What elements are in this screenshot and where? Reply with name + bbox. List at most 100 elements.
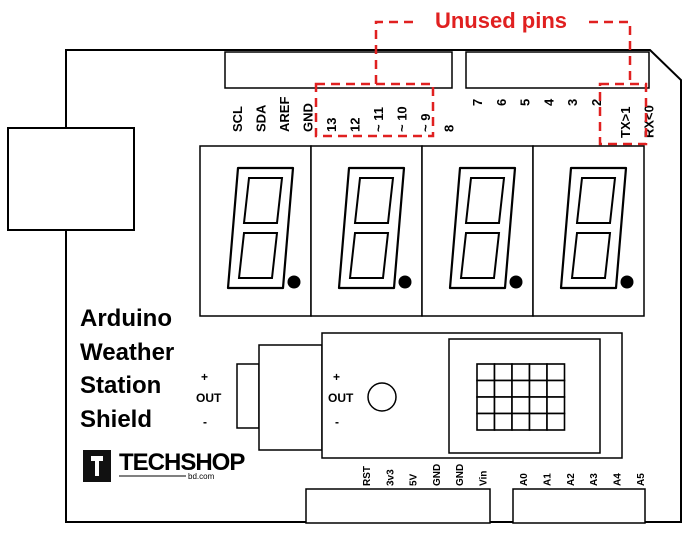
top-right-pin-0: 7 — [470, 99, 485, 106]
grid-cell — [546, 363, 566, 382]
digit-4 — [532, 145, 645, 317]
grid-cell — [511, 412, 531, 431]
sensor-left-plus: + — [201, 370, 208, 384]
top-left-pin-0: SCL — [230, 106, 245, 132]
grid-cell — [493, 363, 513, 382]
top-left-pin-2: AREF — [277, 97, 292, 132]
power-pin-4: GND — [455, 464, 466, 486]
digit-outline — [559, 166, 628, 290]
grid-cell — [511, 363, 531, 382]
digit-frame — [532, 145, 645, 317]
digit-outline — [448, 166, 517, 290]
digit-outline — [337, 166, 406, 290]
top-right-pin-3: 4 — [541, 98, 556, 106]
sensor-right-grid — [476, 363, 566, 431]
unused-pins-box-left — [314, 82, 435, 138]
logo-mark-glyph — [91, 456, 103, 476]
digit-lower-hole — [459, 232, 501, 279]
techshop-logo: TECHSHOP bd.com — [83, 449, 246, 482]
grid-cell — [528, 379, 548, 398]
digit-upper-hole — [575, 177, 617, 224]
digit-outline — [226, 166, 295, 290]
grid-cell — [511, 379, 531, 398]
logo-name: TECHSHOP — [119, 449, 245, 476]
analog-pin-1: A1 — [542, 473, 553, 486]
digit-lower-hole — [237, 232, 279, 279]
top-right-pin-5: 2 — [589, 99, 604, 106]
power-pin-0: RST — [362, 466, 373, 486]
power-pin-1: 3v3 — [385, 469, 396, 486]
top-left-pin-5: 12 — [348, 118, 363, 132]
top-left-pin-6: ~ 11 — [371, 107, 386, 132]
unused-pins-label: Unused pins — [435, 8, 567, 33]
seven-segment-display — [199, 145, 645, 317]
top-left-pin-4: 13 — [324, 118, 339, 132]
sensor-left-body — [258, 344, 323, 451]
unused-pins-box-right — [598, 82, 648, 146]
grid-cell — [476, 379, 496, 398]
digit-upper-hole — [464, 177, 506, 224]
grid-cell — [476, 363, 496, 382]
digit-2 — [310, 145, 423, 317]
sensor-left-socket — [236, 363, 260, 429]
top-left-pin-1: SDA — [254, 104, 269, 132]
digit-decimal-point — [398, 275, 412, 289]
digit-decimal-point — [509, 275, 523, 289]
digit-lower-hole — [348, 232, 390, 279]
digit-frame — [421, 145, 534, 317]
digit-3 — [421, 145, 534, 317]
analog-pin-3: A3 — [589, 473, 600, 486]
digit-upper-hole — [242, 177, 284, 224]
power-pin-labels: RST 3v3 5V GND GND Vin — [362, 464, 490, 486]
top-left-pin-7: ~ 10 — [395, 106, 410, 132]
power-pin-2: 5V — [409, 473, 420, 486]
digit-frame — [199, 145, 312, 317]
grid-cell — [528, 363, 548, 382]
digit-1 — [199, 145, 312, 317]
title-line-3: Station — [80, 372, 161, 399]
grid-cell — [546, 396, 566, 415]
title-line-1: Arduino — [80, 305, 172, 332]
grid-cell — [493, 396, 513, 415]
power-pin-3: GND — [432, 464, 443, 486]
usb-connector — [7, 127, 135, 231]
power-pin-5: Vin — [479, 471, 490, 486]
grid-cell — [546, 412, 566, 431]
sensor-left-minus: - — [203, 415, 207, 429]
sensor-right-minus: - — [335, 415, 339, 429]
logo-domain: bd.com — [188, 472, 215, 481]
shield-title: Arduino Weather Station Shield — [80, 305, 174, 433]
sensor-left-out: OUT — [196, 391, 222, 405]
top-left-pin-9: 8 — [442, 125, 457, 132]
analog-pin-5: A5 — [636, 473, 647, 486]
grid-cell — [528, 396, 548, 415]
digit-upper-hole — [353, 177, 395, 224]
digit-decimal-point — [287, 275, 301, 289]
grid-cell — [546, 379, 566, 398]
callout-line-right — [589, 20, 632, 84]
unused-pins-callout: Unused pins — [314, 8, 648, 146]
top-left-pin-3: GND — [301, 103, 316, 132]
sensor-right-out: OUT — [328, 391, 354, 405]
digit-decimal-point — [620, 275, 634, 289]
grid-cell — [511, 396, 531, 415]
sensor-right-potentiometer — [367, 382, 397, 412]
header-digital-left — [224, 51, 453, 89]
header-analog — [512, 488, 646, 524]
sensor-left: + OUT - — [196, 344, 323, 451]
title-line-4: Shield — [80, 406, 152, 433]
title-line-2: Weather — [80, 339, 174, 366]
top-right-pin-2: 5 — [518, 99, 533, 106]
header-power — [305, 488, 491, 524]
top-right-pin-1: 6 — [494, 99, 509, 106]
grid-cell — [476, 396, 496, 415]
sensor-right: + OUT - — [321, 332, 623, 459]
header-digital-right — [465, 51, 650, 89]
digit-lower-hole — [570, 232, 612, 279]
sensor-right-plus: + — [333, 370, 340, 384]
analog-pin-2: A2 — [566, 473, 577, 486]
grid-cell — [476, 412, 496, 431]
analog-pin-4: A4 — [613, 473, 624, 486]
